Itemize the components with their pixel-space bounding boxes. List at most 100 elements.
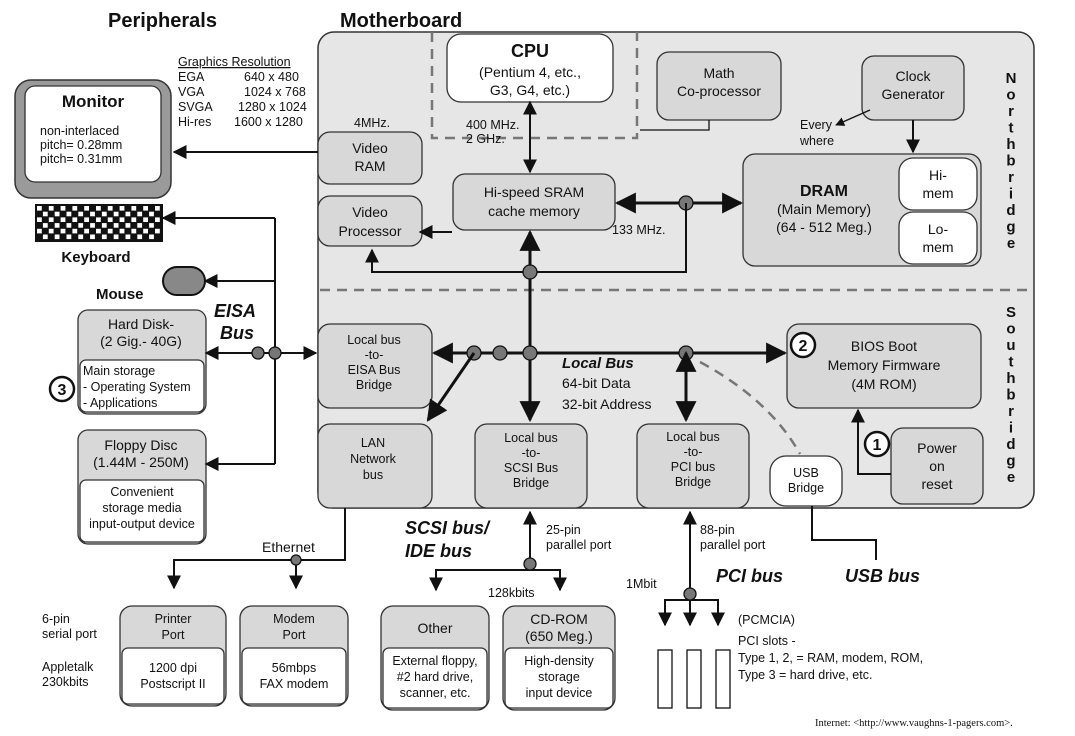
source-credit: Internet: <http://www.vaughns-1-pagers.c… [815, 718, 1013, 729]
bus-junction [251, 346, 265, 360]
dram-title: DRAM [800, 183, 848, 200]
keyboard-keys [37, 206, 160, 240]
mbit-label: 1Mbit [626, 577, 657, 591]
bios: BIOS Boot Memory Firmware (4M ROM) [786, 323, 982, 409]
pci-bridge-label: -to- [684, 445, 703, 459]
cache-frequency: 133 MHz. [612, 223, 666, 237]
lomem-label: mem [922, 239, 953, 255]
lan-printer-link [167, 508, 346, 590]
usb-bridge: USB Bridge [769, 455, 843, 507]
pci-bridge: Local bus -to- PCI bus Bridge [636, 423, 750, 509]
bus-junction [290, 554, 302, 566]
bios-line: (4M ROM) [851, 376, 916, 392]
pci-slot-links [658, 599, 725, 627]
step-1-number: 1 [873, 437, 882, 454]
printer-title: Printer [155, 612, 192, 626]
scsi-bridge-label: -to- [522, 446, 541, 460]
mouse-label: Mouse [96, 286, 144, 303]
monitor: Monitor non-interlaced pitch= 0.28mm pit… [14, 79, 172, 199]
step-2-number: 2 [799, 338, 808, 355]
eisa-bridge: Local bus -to- EISA Bus Bridge [317, 323, 433, 409]
vertical-letter: u [1006, 337, 1015, 354]
cpu-line: (Pentium 4, etc., [479, 64, 581, 80]
math-link [640, 120, 710, 131]
vertical-letter: g [1006, 453, 1015, 470]
keyboard-key [113, 223, 119, 228]
vertical-letter: h [1006, 136, 1015, 153]
printer-body: Postscript II [140, 677, 205, 691]
lan-link [426, 352, 476, 422]
vertical-letter: i [1009, 186, 1013, 203]
pci-slot [715, 649, 731, 709]
keyboard-key [84, 228, 89, 234]
pci-bridge-label: PCI bus [671, 460, 715, 474]
keyboard-key [66, 211, 72, 217]
vram-frequency: 4MHz. [354, 116, 390, 130]
floppy-body: storage media [102, 501, 181, 515]
keyboard-key [54, 234, 60, 240]
keyboard-key [84, 206, 89, 211]
keyboard-key [107, 206, 113, 211]
keyboard-key [131, 228, 137, 234]
hard-disk: Hard Disk- (2 Gig.- 40G) Main storage - … [77, 309, 207, 415]
keyboard-key [66, 234, 72, 240]
keyboard-key [137, 223, 143, 228]
port88-label: parallel port [700, 538, 766, 552]
port88-label: 88-pin [700, 523, 735, 537]
video-ram-label: Video [352, 140, 388, 156]
hard-disk-body: Main storage [83, 364, 155, 378]
cdrom-body: input device [526, 686, 593, 700]
cdrom-body: High-density [524, 654, 594, 668]
printer-title: Port [162, 628, 185, 642]
keyboard-key [125, 223, 131, 228]
port25-label: 25-pin [546, 523, 581, 537]
usb-dashed-link [699, 360, 802, 455]
eisa-bridge-label: Bridge [356, 378, 392, 392]
himem-label: mem [922, 185, 953, 201]
other-body: #2 hard drive, [397, 670, 473, 684]
keyboard-key [155, 228, 160, 234]
keyboard-key [72, 206, 78, 211]
keyboard-key [54, 223, 60, 228]
video-ram: Video RAM [317, 131, 423, 185]
bus-junction [268, 346, 282, 360]
peripherals-heading: Peripherals [108, 10, 217, 32]
scsi-bridge-label: Bridge [513, 476, 549, 490]
keyboard-key [54, 211, 60, 217]
sram-label: Hi-speed SRAM [484, 184, 584, 200]
keyboard-key [78, 234, 84, 240]
serial-label: serial port [42, 627, 97, 641]
keyboard-key [101, 223, 107, 228]
keyboard-key [37, 228, 42, 234]
keyboard-key [107, 217, 113, 222]
graphics-resolution-title: Graphics Resolution [178, 55, 291, 69]
every-where-label: where [799, 134, 834, 148]
video-processor-label: Video [352, 204, 388, 220]
keyboard-key [143, 206, 148, 211]
keyboard-key [155, 206, 160, 211]
printer-body: 1200 dpi [149, 661, 197, 675]
keyboard-key [107, 228, 113, 234]
hard-disk-title: (2 Gig.- 40G) [100, 333, 182, 349]
keyboard-key [66, 223, 72, 228]
res-value: 1600 x 1280 [234, 115, 303, 129]
keyboard-key [149, 234, 154, 240]
kbits-label: 128kbits [488, 586, 535, 600]
bus-junction [683, 587, 697, 601]
math-coprocessor: Math Co-processor [656, 51, 782, 121]
keyboard-key [78, 223, 84, 228]
vertical-letter: d [1006, 202, 1015, 219]
math-label: Math [703, 65, 734, 81]
other-title: Other [417, 620, 452, 636]
keyboard-key [60, 206, 66, 211]
serial-label: 6-pin [42, 612, 70, 626]
bios-line: Memory Firmware [828, 357, 941, 373]
keyboard-key [60, 217, 66, 222]
clock-generator: Clock Generator [861, 55, 965, 121]
scsi-device-links [429, 569, 567, 592]
scsi-bridge-label: SCSI Bus [504, 461, 558, 475]
keyboard-key [90, 223, 95, 228]
vertical-letter: b [1006, 387, 1015, 404]
appletalk-label: Appletalk [42, 660, 94, 674]
